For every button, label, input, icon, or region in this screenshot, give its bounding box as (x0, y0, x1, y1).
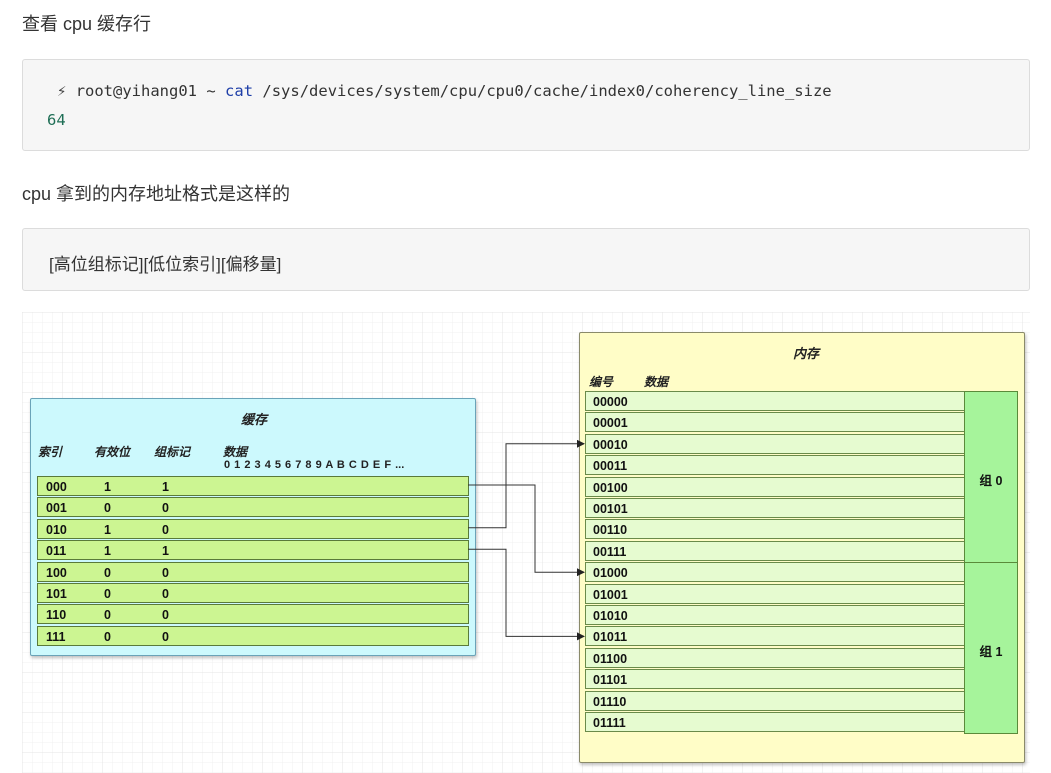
terminal-output: 64 (47, 111, 66, 129)
cache-title: 缓存 (241, 412, 268, 427)
memory-row: 01101 (585, 669, 965, 690)
memory-row: 01100 (585, 647, 965, 668)
cache-header-data: 数据 (223, 445, 248, 459)
address-format-text: [高位组标记][低位索引][偏移量] (49, 255, 282, 274)
cache-row-valid: 1 (104, 522, 111, 537)
cache-row-index: 011 (46, 544, 67, 559)
cache-row-index: 111 (46, 629, 66, 644)
section-heading-cache-line: 查看 cpu 缓存行 (22, 14, 152, 34)
memory-group-0-label: 组 0 (979, 474, 1003, 488)
section-heading-address-format: cpu 拿到的内存地址格式是这样的 (22, 184, 291, 204)
cache-memory-diagram: 缓存 索引 有效位 组标记 数据 0 1 2 3 4 5 6 7 8 9 A B… (22, 312, 1030, 773)
cache-row: 011 1 1 (37, 540, 469, 561)
cache-row: 100 0 0 (37, 561, 469, 582)
terminal-code-block: ⚡ root@yihang01 ~ cat /sys/devices/syste… (22, 59, 1030, 151)
memory-row-id: 01001 (593, 587, 628, 602)
memory-row: 00010 (585, 433, 965, 454)
memory-row: 01110 (585, 690, 965, 711)
memory-row-id: 01100 (593, 651, 628, 666)
tilde: ~ (206, 82, 216, 100)
memory-row: 00110 (585, 519, 965, 540)
cache-header-tag: 组标记 (154, 445, 191, 459)
cache-row-tag: 0 (162, 608, 169, 623)
memory-row-id: 01101 (593, 673, 628, 688)
memory-row-id: 00011 (593, 459, 628, 474)
memory-row-id: 00010 (593, 437, 628, 452)
memory-row-id: 01110 (593, 694, 627, 709)
mapping-arrow (468, 548, 585, 641)
mapping-arrow (468, 484, 585, 577)
memory-row-id: 00100 (593, 480, 628, 495)
memory-row-id: 01000 (593, 566, 628, 581)
cache-row-valid: 0 (104, 629, 111, 644)
cache-row-index: 110 (46, 608, 67, 623)
lightning-icon: ⚡ (57, 82, 67, 100)
cache-header-valid: 有效位 (94, 445, 131, 459)
cache-row-valid: 1 (104, 480, 111, 494)
cache-table: 缓存 索引 有效位 组标记 数据 0 1 2 3 4 5 6 7 8 9 A B… (30, 398, 476, 656)
cache-row-valid: 0 (104, 565, 111, 580)
memory-row: 00001 (585, 412, 965, 433)
memory-row: 00000 (585, 391, 965, 411)
cache-row-valid: 1 (104, 544, 111, 559)
command: cat (225, 82, 254, 100)
terminal-command-line: ⚡ root@yihang01 ~ cat /sys/devices/syste… (57, 82, 832, 100)
cache-row-tag: 0 (162, 587, 169, 601)
cache-row-index: 000 (46, 480, 67, 494)
mapping-arrow (468, 439, 585, 529)
cache-header-index: 索引 (38, 445, 63, 459)
memory-row: 00100 (585, 476, 965, 497)
memory-row: 01010 (585, 605, 965, 625)
memory-row: 01011 (585, 626, 965, 647)
memory-row-id: 01010 (593, 609, 628, 623)
memory-row-id: 00111 (593, 544, 627, 559)
memory-row-id: 00110 (593, 523, 628, 538)
address-format-block: [高位组标记][低位索引][偏移量] (22, 228, 1030, 291)
memory-row: 01111 (585, 712, 965, 732)
memory-row-id: 00000 (593, 395, 628, 409)
cache-row-tag: 0 (162, 501, 169, 516)
memory-header-data: 数据 (644, 375, 669, 389)
memory-header-id: 编号 (589, 375, 614, 389)
memory-row-id: 00101 (593, 502, 628, 516)
cache-row-tag: 0 (162, 565, 169, 580)
memory-row: 00111 (585, 540, 965, 561)
cache-row-tag: 1 (162, 480, 169, 494)
memory-group-1: 组 1 (964, 562, 1018, 734)
cache-row: 110 0 0 (37, 604, 469, 625)
memory-title: 内存 (793, 346, 820, 361)
cache-row-index: 001 (46, 501, 67, 516)
memory-row-id: 01111 (593, 716, 626, 730)
cache-row-valid: 0 (104, 587, 111, 601)
memory-group-1-label: 组 1 (979, 645, 1003, 659)
cache-row-index: 101 (46, 587, 67, 601)
cache-row: 101 0 0 (37, 583, 469, 603)
cache-row-tag: 0 (162, 629, 169, 644)
cache-row-index: 010 (46, 522, 67, 537)
user-host: root@yihang01 (75, 82, 198, 100)
cache-row-valid: 0 (104, 501, 111, 516)
cache-row: 001 0 0 (37, 497, 469, 518)
cache-row: 000 1 1 (37, 476, 469, 496)
memory-row: 00011 (585, 455, 965, 476)
mapping-arrows (468, 439, 585, 641)
cache-row-tag: 0 (162, 522, 169, 537)
cache-data-columns: 0 1 2 3 4 5 6 7 8 9 A B C D E F ... (224, 459, 405, 471)
cache-row-valid: 0 (104, 608, 111, 623)
memory-row-id: 00001 (593, 416, 628, 431)
cache-row: 111 0 0 (37, 625, 469, 646)
command-argument: /sys/devices/system/cpu/cpu0/cache/index… (262, 82, 832, 100)
cache-row-tag: 1 (162, 544, 169, 559)
memory-row: 01000 (585, 562, 965, 583)
memory-row: 01001 (585, 583, 965, 604)
memory-row-id: 01011 (593, 630, 628, 645)
cache-row-index: 100 (46, 565, 67, 580)
